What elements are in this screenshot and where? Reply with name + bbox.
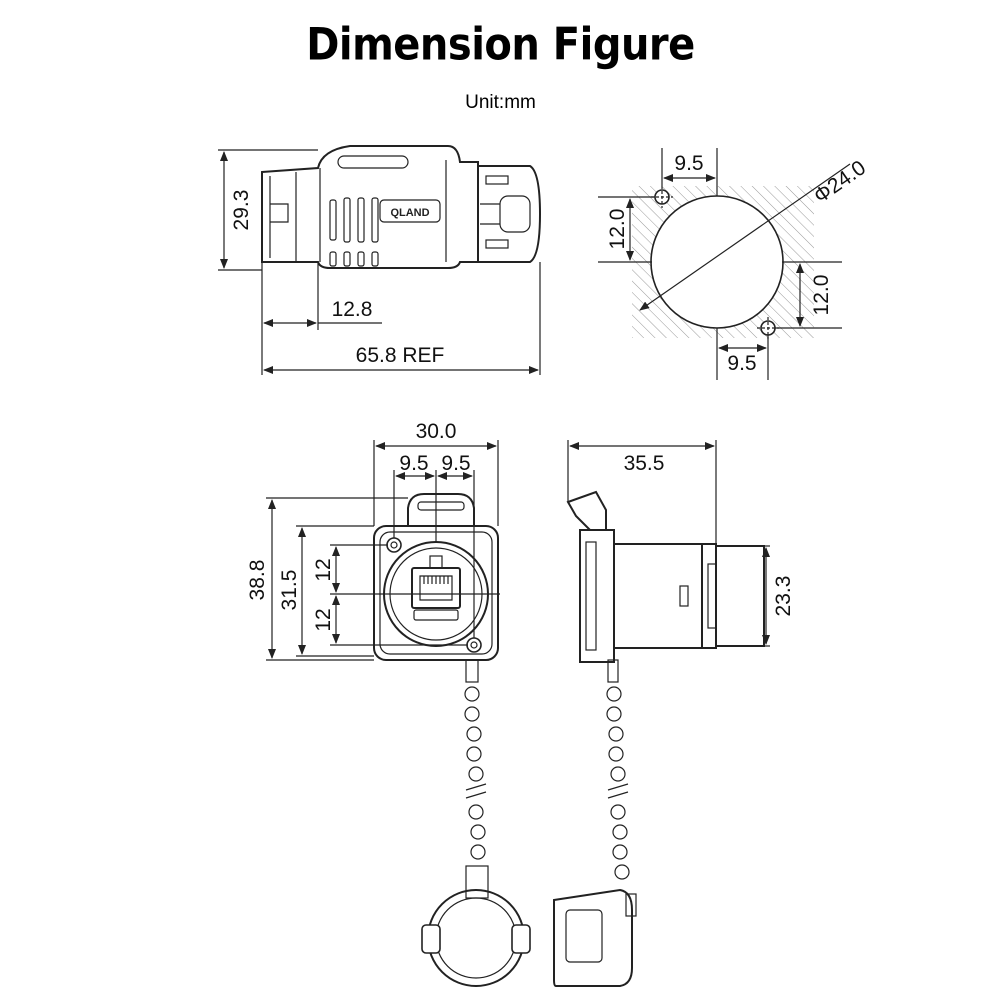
dim-front-half-left: 9.5: [399, 452, 428, 475]
dim-cutout-right: 12.0: [810, 275, 833, 316]
page-title: Dimension Figure: [306, 19, 695, 71]
dim-side-length: 65.8 REF: [356, 344, 445, 367]
dim-front-height-total: 38.8: [246, 560, 269, 601]
dim-side-height: 29.3: [230, 190, 253, 231]
profile-chain: [606, 659, 630, 880]
dim-front-height-inner: 31.5: [278, 570, 301, 611]
front-chain: [464, 659, 489, 899]
dim-cutout-bottom: 9.5: [727, 352, 756, 375]
side-view: QLAND 29.3 12.8 65.8 REF: [218, 145, 542, 375]
panel-cutout-view: Φ24.0 9.5 12.0 12.0 9.5: [598, 148, 870, 380]
front-view: 30.0 9.5 9.5 38.8 31.5 12 12: [246, 420, 531, 987]
dim-cutout-left: 12.0: [606, 209, 629, 250]
profile-view: 35.5 23.3: [553, 440, 795, 987]
dim-side-offset: 12.8: [332, 298, 373, 321]
dim-cutout-diameter: Φ24.0: [810, 156, 870, 208]
grip-ribs: [329, 197, 379, 267]
dim-cutout-top: 9.5: [674, 152, 703, 175]
brand-mark: QLAND: [390, 207, 429, 219]
dim-front-half-right: 9.5: [441, 452, 470, 475]
dim-front-half-top: 12: [312, 558, 335, 581]
dim-profile-diameter: 23.3: [772, 576, 795, 617]
unit-label: Unit:mm: [465, 92, 536, 113]
dim-front-width: 30.0: [416, 420, 457, 443]
dim-front-half-bottom: 12: [312, 608, 335, 631]
dim-profile-depth: 35.5: [624, 452, 665, 475]
